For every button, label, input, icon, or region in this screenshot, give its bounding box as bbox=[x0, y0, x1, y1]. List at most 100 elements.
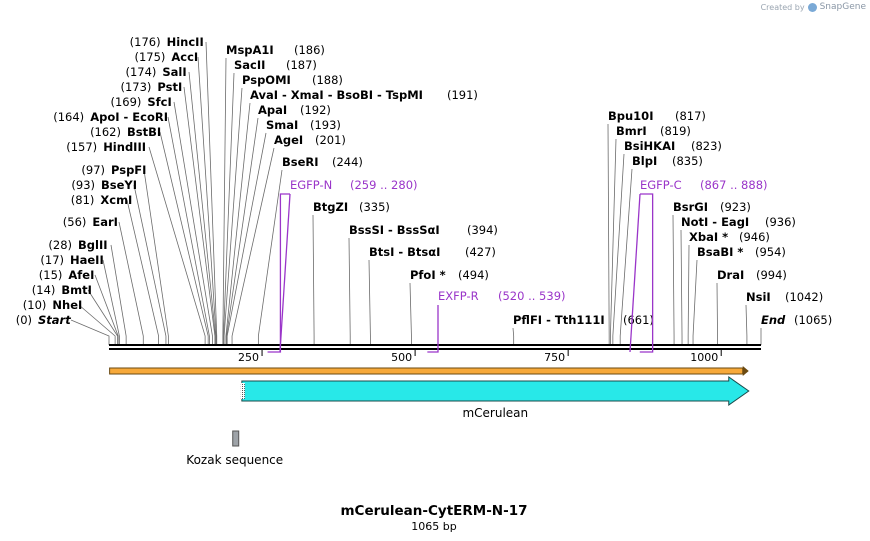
connector-drai bbox=[716, 282, 718, 345]
site-position-drai: (994) bbox=[756, 268, 787, 282]
site-name-xbai: XbaI * bbox=[689, 230, 728, 244]
site-position-bmti: (14) bbox=[32, 283, 56, 297]
ruler-tick-label: 1000 bbox=[690, 351, 718, 364]
site-position-pflfi-tth111i: (661) bbox=[623, 313, 654, 327]
snapgene-credit: Created by SnapGene bbox=[761, 2, 866, 12]
connector-xbai bbox=[687, 244, 690, 345]
site-name-hincii: HincII bbox=[167, 35, 204, 49]
site-name-end: End bbox=[761, 313, 786, 327]
site-name-bmti: BmtI bbox=[61, 283, 92, 297]
site-position-nhei: (10) bbox=[23, 298, 47, 312]
map-length: 1065 bp bbox=[411, 520, 456, 533]
site-name-pfoi: PfoI * bbox=[410, 268, 446, 282]
site-position-acci: (175) bbox=[134, 50, 165, 64]
site-name-acci: AccI bbox=[171, 50, 198, 64]
connector-bstbi bbox=[159, 131, 209, 345]
primer-arrow-egfp-c bbox=[639, 193, 654, 353]
orf-arrowhead bbox=[742, 366, 749, 376]
connector-blpi bbox=[619, 168, 633, 345]
site-name-bmri: BmrI bbox=[616, 124, 647, 138]
site-position-mspa1i: (186) bbox=[294, 43, 325, 57]
connector-afei bbox=[94, 274, 119, 345]
site-position-xbai: (946) bbox=[739, 230, 770, 244]
site-name-afei: AfeI bbox=[68, 268, 94, 282]
site-position-bseri: (244) bbox=[332, 155, 363, 169]
site-name-bsssi-bsss-i: BssSI - BssSαI bbox=[349, 223, 440, 237]
feature-label-kozak: Kozak sequence bbox=[186, 453, 283, 467]
site-name-bseyi: BseYI bbox=[101, 178, 137, 192]
connector-bsabi bbox=[692, 259, 698, 345]
site-position-nsii: (1042) bbox=[785, 290, 823, 304]
primer-leader-egfp-c bbox=[629, 193, 641, 353]
connector-pspfi bbox=[143, 169, 169, 345]
site-name-apai: ApaI bbox=[258, 103, 287, 117]
connector-smai bbox=[226, 132, 267, 345]
primer-name-egfp-c: EGFP-C bbox=[640, 178, 682, 192]
site-position-smai: (193) bbox=[310, 118, 341, 132]
connector-bseyi bbox=[133, 184, 167, 345]
connector-btgzi bbox=[312, 214, 315, 345]
primer-name-egfp-n: EGFP-N bbox=[290, 178, 332, 192]
site-position-hincii: (176) bbox=[130, 35, 161, 49]
site-position-hindiii: (157) bbox=[66, 140, 97, 154]
primer-arrow-egfp-n bbox=[267, 193, 290, 353]
connector-bmri bbox=[609, 138, 617, 345]
site-position-bsssi-bsss-i: (394) bbox=[467, 223, 498, 237]
connector-bsrgi bbox=[672, 214, 675, 345]
connector-bglii bbox=[110, 244, 127, 345]
site-name-start: Start bbox=[38, 313, 71, 327]
ruler-tick-label: 250 bbox=[238, 351, 259, 364]
site-name-btsi-bts-i: BtsI - BtsαI bbox=[369, 245, 440, 259]
site-position-avai-xmai-bsobi-tspmi: (191) bbox=[447, 88, 478, 102]
connector-start bbox=[70, 319, 110, 345]
connector-pflfi-tth111i bbox=[512, 327, 515, 345]
site-position-xcmi: (81) bbox=[71, 193, 95, 207]
site-position-pspfi: (97) bbox=[81, 163, 105, 177]
connector-nhei bbox=[78, 304, 116, 345]
connector-xcmi bbox=[126, 199, 159, 345]
site-position-pspomi: (188) bbox=[312, 73, 343, 87]
site-name-sfci: SfcI bbox=[147, 95, 171, 109]
site-name-nsii: NsiI bbox=[746, 290, 771, 304]
connector-agei bbox=[231, 147, 275, 345]
primer-range-egfp-n: (259 .. 280) bbox=[350, 178, 418, 192]
site-name-bpu10i: Bpu10I bbox=[608, 109, 653, 123]
site-name-pspfi: PspFI bbox=[111, 163, 146, 177]
site-position-pfoi: (494) bbox=[458, 268, 489, 282]
site-name-blpi: BlpI bbox=[632, 154, 657, 168]
dna-backbone bbox=[109, 344, 761, 350]
connector-hindiii bbox=[148, 146, 206, 345]
kozak-box bbox=[232, 430, 240, 447]
site-position-end: (1065) bbox=[794, 313, 832, 327]
site-name-nhei: NheI bbox=[52, 298, 82, 312]
connector-bmti bbox=[87, 289, 118, 345]
site-position-bstbi: (162) bbox=[90, 125, 121, 139]
site-position-bsihkai: (823) bbox=[691, 139, 722, 153]
site-name-mspa1i: MspA1I bbox=[226, 43, 274, 57]
site-name-bsabi: BsaBI * bbox=[697, 245, 743, 259]
connector-sfci bbox=[173, 101, 213, 345]
connector-sali bbox=[188, 71, 216, 345]
site-position-haeii: (17) bbox=[40, 253, 64, 267]
credit-prefix: Created by bbox=[760, 2, 805, 12]
site-position-noti-eagi: (936) bbox=[765, 215, 796, 229]
site-name-hindiii: HindIII bbox=[103, 140, 146, 154]
site-position-apai: (192) bbox=[300, 103, 331, 117]
connector-bsssi-bsss-i bbox=[348, 237, 351, 345]
site-name-psti: PstI bbox=[157, 80, 182, 94]
site-connectors bbox=[70, 41, 762, 345]
site-name-noti-eagi: NotI - EagI bbox=[681, 215, 749, 229]
map-title: mCerulean-CytERM-N-17 bbox=[340, 503, 527, 519]
site-name-bsihkai: BsiHKAI bbox=[624, 139, 675, 153]
connector-eari bbox=[118, 221, 144, 345]
site-position-start: (0) bbox=[16, 313, 32, 327]
connector-avai-xmai-bsobi-tspmi bbox=[225, 102, 251, 345]
connector-haeii bbox=[102, 259, 120, 345]
site-position-afei: (15) bbox=[39, 268, 63, 282]
mcerulean-arrow bbox=[241, 376, 750, 406]
connector-bseri bbox=[257, 169, 283, 345]
site-position-bglii: (28) bbox=[48, 238, 72, 252]
connector-pspomi bbox=[223, 87, 243, 345]
